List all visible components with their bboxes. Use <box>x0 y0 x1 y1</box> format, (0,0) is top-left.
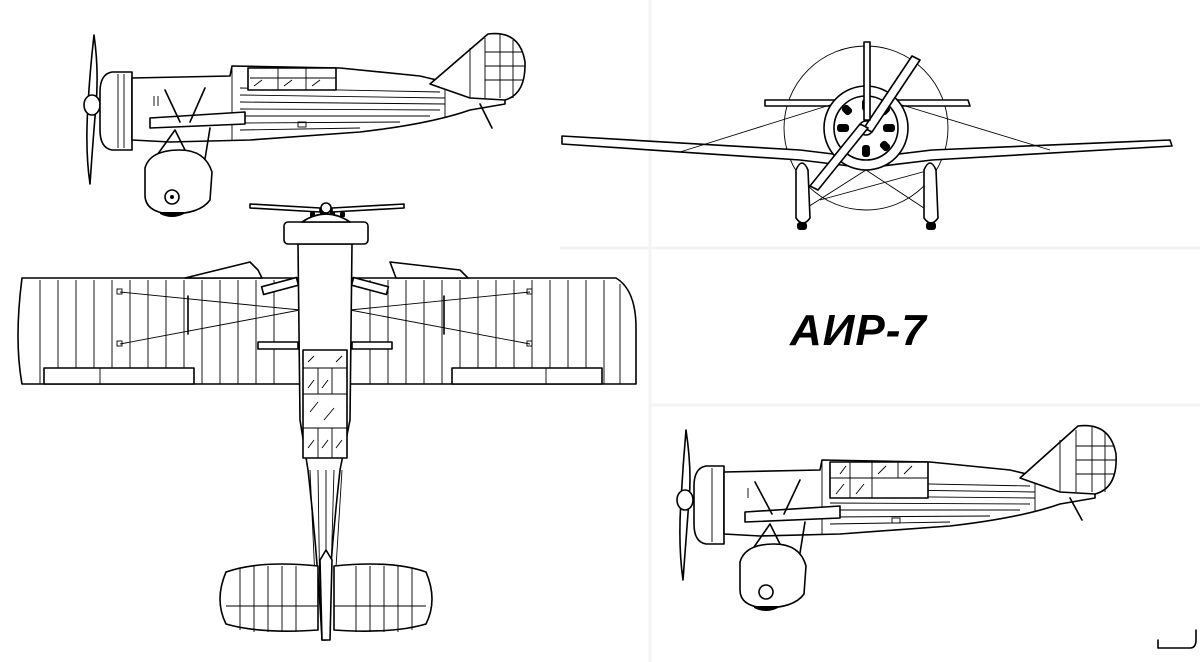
side-view-bottom <box>676 424 1117 611</box>
top-view <box>17 202 637 641</box>
aircraft-title: АИР-7 <box>790 306 927 355</box>
front-view <box>561 41 1173 230</box>
side-view-top <box>83 32 526 217</box>
corner-mark <box>1157 629 1197 649</box>
